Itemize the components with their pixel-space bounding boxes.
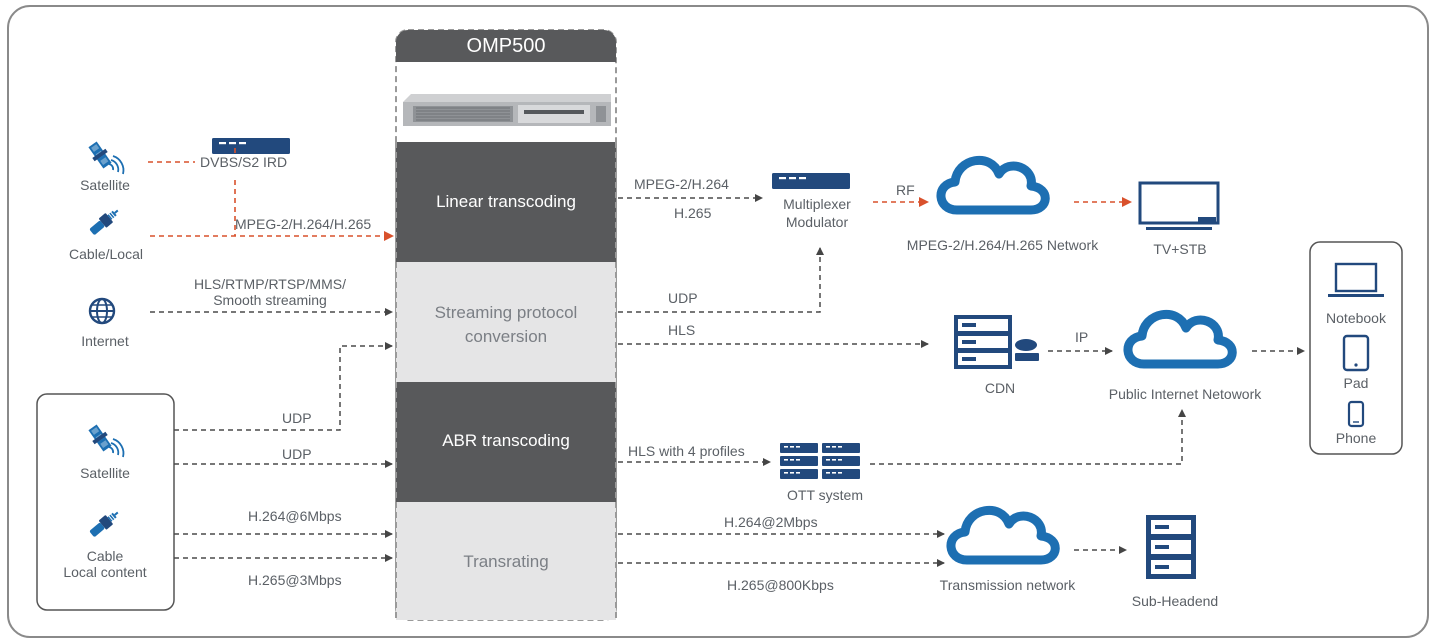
phone-icon [1347, 400, 1365, 428]
cdn-label: CDN [984, 380, 1016, 396]
cloud-icon-mpeg [941, 160, 1045, 210]
edge-label-rf: RF [896, 182, 915, 198]
public-internet-label: Public Internet Netowork [1108, 386, 1262, 402]
multiplexer-icon [772, 173, 850, 189]
edge-label-out-h265: H.265 [674, 205, 712, 221]
satellite-label-top: Satellite [80, 177, 130, 193]
satellite-icon-bottom [85, 421, 125, 458]
local-content-label: Local content [63, 564, 147, 580]
cable-icon-bottom [86, 506, 123, 540]
block-linear-transcoding: Linear transcoding [436, 192, 576, 211]
pad-icon [1342, 334, 1370, 372]
device-title: OMP500 [466, 35, 546, 57]
satellite-icon-top [85, 138, 125, 175]
edge-label-out-udp: UDP [668, 290, 698, 306]
edge-label-out-hls4: HLS with 4 profiles [628, 443, 745, 459]
pad-label: Pad [1343, 375, 1369, 391]
mpeg-network-label: MPEG-2/H.264/H.265 Network [906, 237, 1099, 253]
phone-label: Phone [1335, 430, 1377, 446]
block-transrating: Transrating [463, 552, 549, 571]
sub-headend-icon [1146, 515, 1196, 579]
cable-local-label: Cable/Local [69, 246, 143, 262]
notebook-label: Notebook [1326, 310, 1386, 326]
block-abr-transcoding: ABR transcoding [442, 431, 570, 450]
modulator-label: Modulator [785, 214, 849, 230]
block-streaming-line2: conversion [464, 327, 548, 346]
edge-label-mpeg-in: MPEG-2/H.264/H.265 [235, 216, 372, 232]
edge-label-out-h264-2m: H.264@2Mbps [724, 514, 818, 530]
block-streaming-line1: Streaming protocol [434, 303, 578, 322]
ird-icon [212, 138, 290, 154]
edge-label-udp-1: UDP [282, 410, 312, 426]
cloud-icon-public [1128, 314, 1232, 364]
cable-label: Cable [86, 548, 124, 564]
sub-headend-label: Sub-Headend [1131, 593, 1219, 609]
edge-label-out-h265-800k: H.265@800Kbps [727, 577, 834, 593]
omp500-device-image [403, 94, 611, 126]
satellite-label-bottom: Satellite [80, 465, 130, 481]
ott-system-label: OTT system [787, 487, 863, 503]
edge-label-hls-protocols-1: HLS/RTMP/RTSP/MMS/ [194, 276, 346, 292]
edge-label-h264-6m: H.264@6Mbps [248, 508, 342, 524]
edge-label-hls-protocols-2: Smooth streaming [213, 292, 327, 308]
cdn-icon [954, 315, 1041, 369]
transmission-network-label: Transmission network [939, 577, 1076, 593]
cable-icon-top [86, 204, 123, 238]
edge-label-h265-3m: H.265@3Mbps [248, 572, 342, 588]
internet-label: Internet [81, 333, 129, 349]
dvbs-ird-label: DVBS/S2 IRD [200, 154, 288, 170]
globe-icon [88, 297, 116, 325]
edge-label-ip: IP [1075, 329, 1089, 345]
ott-icon [780, 443, 860, 479]
cloud-icon-transmission [951, 510, 1055, 560]
edge-label-out-mpeg: MPEG-2/H.264 [634, 176, 729, 192]
notebook-icon [1328, 262, 1384, 297]
multiplexer-label: Multiplexer [783, 196, 851, 212]
edge-label-udp-2: UDP [282, 446, 312, 462]
edge-label-out-hls: HLS [668, 322, 696, 338]
tv-stb-label: TV+STB [1153, 241, 1207, 257]
tv-icon [1138, 181, 1220, 230]
